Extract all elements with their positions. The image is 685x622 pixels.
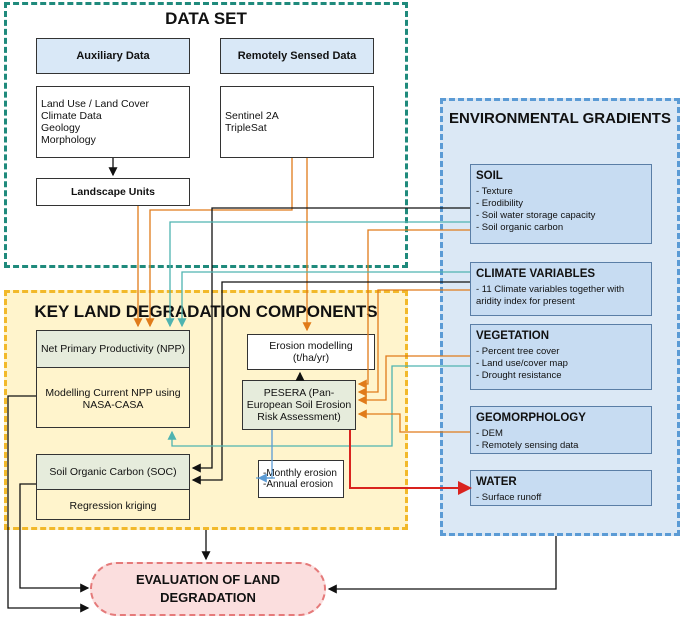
auxiliary-item: Geology xyxy=(41,122,81,134)
soil-box: SOIL - Texture - Erodibility - Soil wate… xyxy=(470,164,652,244)
vegetation-item: - Drought resistance xyxy=(476,370,562,382)
erosion-modelling-box: Erosion modelling (t/ha/yr) xyxy=(247,334,375,370)
dataset-title: DATA SET xyxy=(165,9,247,28)
remote-item: TripleSat xyxy=(225,122,267,134)
geomorphology-item: - DEM xyxy=(476,428,503,440)
water-title: WATER xyxy=(476,476,517,488)
climate-item: - 11 Climate variables together with ari… xyxy=(476,284,625,308)
erosion-modelling-label: Erosion modelling xyxy=(269,340,353,352)
env-gradients-title: ENVIRONMENTAL GRADIENTS xyxy=(449,110,671,127)
auxiliary-data-list: Land Use / Land Cover Climate Data Geolo… xyxy=(36,86,190,158)
vegetation-item: - Land use/cover map xyxy=(476,358,568,370)
geomorphology-title: GEOMORPHOLOGY xyxy=(476,412,586,424)
soil-item: - Erodibility xyxy=(476,198,523,210)
vegetation-box: VEGETATION - Percent tree cover - Land u… xyxy=(470,324,652,390)
key-components-title: KEY LAND DEGRADATION COMPONENTS xyxy=(34,302,378,321)
npp-header: Net Primary Productivity (NPP) xyxy=(36,330,190,368)
water-item: - Surface runoff xyxy=(476,492,542,504)
erosion-output-item: -Annual erosion xyxy=(263,479,334,490)
remote-data-header: Remotely Sensed Data xyxy=(220,38,374,74)
pesera-box: PESERA (Pan-European Soil Erosion Risk A… xyxy=(242,380,356,430)
remote-item: Sentinel 2A xyxy=(225,110,279,122)
soc-body: Regression kriging xyxy=(69,500,157,512)
climate-box: CLIMATE VARIABLES - 11 Climate variables… xyxy=(470,262,652,316)
climate-title: CLIMATE VARIABLES xyxy=(476,268,596,280)
auxiliary-data-header: Auxiliary Data xyxy=(36,38,190,74)
vegetation-title: VEGETATION xyxy=(476,330,550,342)
remote-data-list: Sentinel 2A TripleSat xyxy=(220,86,374,158)
auxiliary-item: Land Use / Land Cover xyxy=(41,98,149,110)
soil-item: - Texture xyxy=(476,186,513,198)
npp-body: Modelling Current NPP using NASA-CASA xyxy=(45,387,181,411)
geomorphology-item: - Remotely sensing data xyxy=(476,440,579,452)
geomorphology-box: GEOMORPHOLOGY - DEM - Remotely sensing d… xyxy=(470,406,652,454)
evaluation-box: EVALUATION OF LAND DEGRADATION xyxy=(90,562,326,616)
erosion-output-item: -Monthly erosion xyxy=(263,468,337,479)
soil-item: - Soil organic carbon xyxy=(476,222,564,233)
soil-title: SOIL xyxy=(476,170,503,182)
soc-header: Soil Organic Carbon (SOC) xyxy=(36,454,190,490)
evaluation-line: DEGRADATION xyxy=(160,590,256,605)
soil-item: - Soil water storage capacity xyxy=(476,210,596,222)
vegetation-item: - Percent tree cover xyxy=(476,346,560,358)
evaluation-line: EVALUATION OF LAND xyxy=(136,572,280,588)
erosion-outputs-box: -Monthly erosion -Annual erosion xyxy=(258,460,344,498)
erosion-modelling-units: (t/ha/yr) xyxy=(292,352,330,364)
auxiliary-item: Climate Data xyxy=(41,110,102,122)
landscape-units-box: Landscape Units xyxy=(36,178,190,206)
auxiliary-item: Morphology xyxy=(41,134,96,146)
arrow-env-to-evaluation xyxy=(327,536,557,594)
water-box: WATER - Surface runoff xyxy=(470,470,652,506)
